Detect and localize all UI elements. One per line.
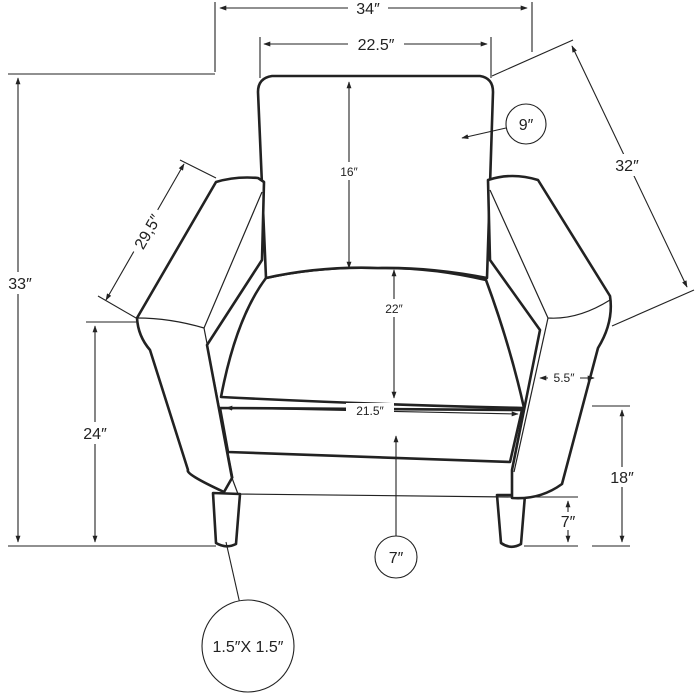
dim-overall-width: 34″ — [214, 0, 533, 72]
left-arm-inner-edge — [203, 327, 234, 479]
backrest — [256, 74, 495, 280]
dim-leg-size: 1.5″X 1.5″ — [201, 541, 295, 693]
leg-size-label: 1.5″X 1.5″ — [213, 639, 284, 656]
back-thickness-callout — [505, 103, 547, 145]
front-right-leg — [495, 493, 527, 549]
depth-label: 32″ — [615, 158, 639, 175]
back-height-label: 16″ — [340, 165, 358, 179]
dim-seat-width: 21.5″ — [225, 403, 519, 419]
leg-height-label: 7″ — [561, 514, 576, 531]
seat-cushion-callout — [374, 535, 418, 579]
leg-size-callout — [201, 599, 295, 693]
dim-back-thickness: 9″ — [461, 103, 547, 145]
seat-cushion-label: 7″ — [389, 550, 404, 567]
front-rail — [231, 477, 513, 498]
left-arm — [135, 176, 266, 494]
overall-width-label: 34″ — [356, 1, 380, 18]
dim-arm-width: 5.5″ — [539, 370, 595, 386]
front-left-leg — [211, 491, 242, 548]
armchair-drawing — [135, 74, 613, 549]
dim-seat-height: 18″ — [592, 405, 640, 547]
arm-height-label: 24″ — [83, 426, 107, 443]
arm-width-label: 5.5″ — [554, 371, 576, 385]
left-arm-top-edge — [136, 191, 263, 329]
dim-overall-height: 33″ — [2, 73, 216, 547]
seat-top — [219, 266, 526, 410]
dim-arm-height: 24″ — [78, 321, 136, 547]
seat-height-label: 18″ — [610, 470, 634, 487]
back-width-label: 22.5″ — [358, 37, 395, 54]
dim-back-height: 16″ — [332, 81, 366, 269]
dim-back-width: 22.5″ — [259, 34, 492, 78]
right-arm-top-edge — [489, 189, 611, 319]
right-arm-inner-edge — [513, 317, 549, 473]
dim-seat-cushion: 7″ — [374, 435, 418, 579]
seat-width-label: 21.5″ — [356, 404, 384, 418]
back-thickness-label: 9″ — [519, 117, 534, 134]
overall-height-label: 33″ — [8, 276, 32, 293]
dim-leg-height: 7″ — [524, 496, 582, 547]
dim-depth: 32″ — [491, 39, 695, 327]
seat-depth-label: 22″ — [385, 302, 403, 316]
dim-seat-depth: 22″ — [377, 269, 411, 399]
